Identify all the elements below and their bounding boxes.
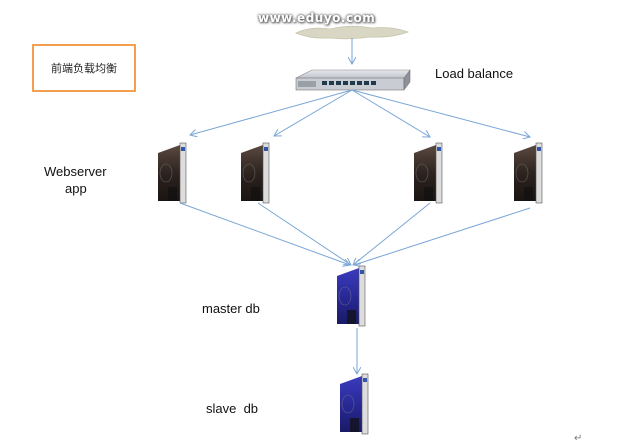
paragraph-mark-icon: ↵ bbox=[574, 433, 583, 444]
arrow-lb-to-web-1 bbox=[190, 89, 353, 135]
master-db-label: master db bbox=[202, 301, 260, 316]
arrow-lb-to-web-4 bbox=[351, 89, 530, 137]
arrow-web-1-to-master bbox=[179, 202, 350, 265]
master-db-server-icon bbox=[336, 265, 366, 327]
webserver-label: Webserver bbox=[44, 164, 107, 179]
webserver-app-label: app bbox=[65, 181, 87, 196]
webserver-4-icon bbox=[513, 142, 543, 204]
webserver-2-icon bbox=[240, 142, 270, 204]
arrow-web-3-to-master bbox=[353, 202, 431, 265]
arrow-lb-to-web-3 bbox=[351, 89, 430, 137]
slave-db-label: slave db bbox=[206, 401, 259, 416]
title-box-text: 前端负载均衡 bbox=[51, 62, 117, 75]
load-balance-label: Load balance bbox=[435, 66, 514, 81]
watermark: www.eduyo.com bbox=[258, 11, 376, 25]
webserver-1-icon bbox=[157, 142, 187, 204]
arrow-web-4-to-master bbox=[354, 207, 531, 265]
title-box: 前端负载均衡 bbox=[32, 44, 136, 92]
internet-cloud-icon bbox=[295, 25, 410, 40]
slave-db-server-icon bbox=[339, 373, 369, 435]
arrow-web-2-to-master bbox=[257, 202, 351, 265]
webserver-3-icon bbox=[413, 142, 443, 204]
load-balancer-switch-icon bbox=[295, 69, 411, 91]
arrow-lb-to-web-2 bbox=[274, 89, 353, 136]
